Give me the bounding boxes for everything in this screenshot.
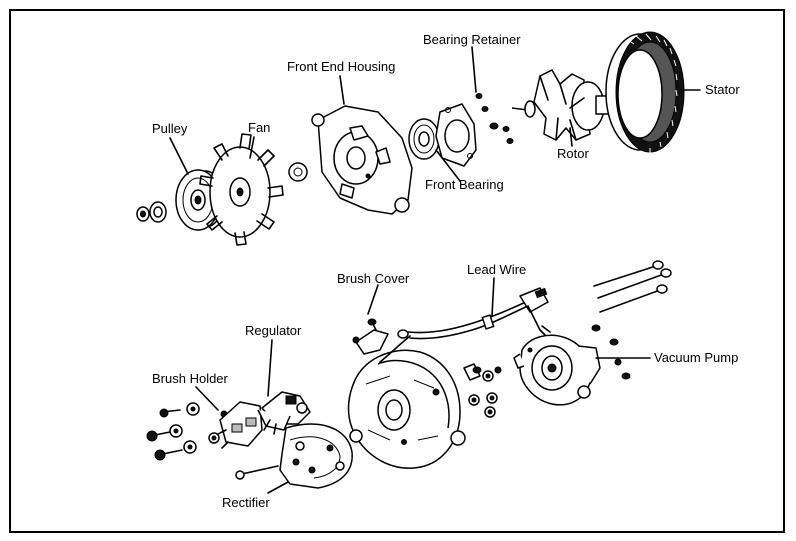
label-brush-cover: Brush Cover	[337, 271, 410, 286]
label-regulator: Regulator	[245, 323, 302, 338]
long-screw-icon	[235, 465, 279, 480]
regulator-icon	[257, 391, 311, 435]
front-bearing-icon	[408, 118, 440, 160]
brush-holder-icon	[217, 401, 263, 449]
label-vacuum-pump: Vacuum Pump	[654, 350, 738, 365]
label-fan: Fan	[248, 120, 270, 135]
front-end-housing-icon	[311, 105, 413, 215]
rear-housing-icon	[347, 349, 466, 469]
pulley-nut-icon	[136, 201, 167, 223]
retainer-screws-icon	[475, 93, 514, 144]
spacer-icon	[288, 162, 308, 182]
label-bearing-retainer: Bearing Retainer	[423, 32, 521, 47]
label-brush-holder: Brush Holder	[152, 371, 229, 386]
brush-cover-icon	[352, 318, 389, 355]
rectifier-icon	[279, 423, 353, 489]
through-bolts-icon	[591, 260, 672, 380]
label-front-bearing: Front Bearing	[425, 177, 504, 192]
vacuum-pump-icon	[513, 334, 601, 406]
terminal-nuts-icon	[463, 363, 502, 418]
label-stator: Stator	[705, 82, 740, 97]
rotor-icon	[511, 69, 619, 141]
bearing-retainer-icon	[435, 103, 477, 167]
brush-holder-screws-icon	[146, 402, 228, 461]
diagram-frame	[9, 9, 785, 533]
label-lead-wire: Lead Wire	[467, 262, 526, 277]
label-pulley: Pulley	[152, 121, 188, 136]
stator-icon	[605, 31, 685, 153]
fan-icon	[199, 133, 284, 246]
label-rectifier: Rectifier	[222, 495, 270, 510]
label-front-end-housing: Front End Housing	[287, 59, 395, 74]
label-rotor: Rotor	[557, 146, 589, 161]
leader-lines	[169, 46, 701, 494]
lead-wire-icon	[379, 287, 551, 363]
